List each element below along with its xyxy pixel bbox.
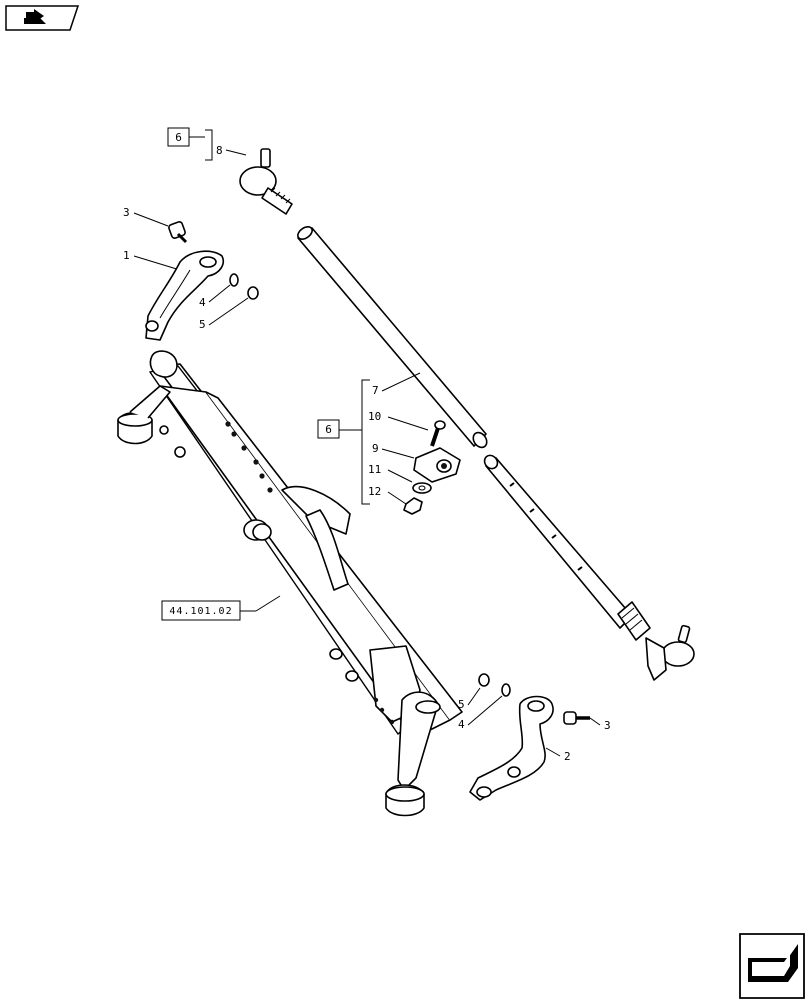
steering-arm-right <box>469 695 554 801</box>
back-arrow-icon <box>24 9 46 24</box>
group-ref-mid: 6 <box>325 423 332 436</box>
tie-rod-end-top <box>239 148 293 215</box>
callout-10: 10 <box>368 410 381 423</box>
callout-12: 12 <box>368 485 381 498</box>
callout-9: 9 <box>372 442 379 455</box>
nut-right <box>478 673 490 687</box>
callout-3-left: 3 <box>123 206 130 219</box>
callout-4-left: 4 <box>199 296 206 309</box>
callout-8: 8 <box>216 144 223 157</box>
callout-2: 2 <box>564 750 571 763</box>
bolt-right <box>563 711 590 725</box>
callout-1: 1 <box>123 249 130 262</box>
clamp-bolt <box>430 420 446 447</box>
group-ref-top: 6 <box>175 131 182 144</box>
callout-4-right: 4 <box>458 718 465 731</box>
tie-rod-tube <box>297 226 488 449</box>
callout-5-right: 5 <box>458 698 465 711</box>
callout-7: 7 <box>372 384 379 397</box>
axle-ref: 44.101.02 <box>169 606 232 617</box>
back-nav-button[interactable] <box>5 5 80 31</box>
nut-left <box>247 286 259 300</box>
clamp <box>413 447 461 483</box>
washer-right <box>501 683 511 697</box>
next-arrow-icon <box>748 944 798 982</box>
front-axle <box>117 350 463 817</box>
axle-ref-box: 44.101.02 <box>161 595 281 621</box>
group-ref-box-top: 6 <box>167 127 213 161</box>
clamp-nut <box>403 497 423 515</box>
callout-11: 11 <box>368 463 381 476</box>
washer-left <box>229 273 239 287</box>
group-ref-box-mid: 6 <box>317 379 370 505</box>
callout-3-right: 3 <box>604 719 611 732</box>
tie-rod-right <box>483 454 695 681</box>
bolt-left <box>168 221 188 244</box>
next-nav-button[interactable] <box>739 933 805 999</box>
callout-5-left: 5 <box>199 318 206 331</box>
steering-arm-left <box>145 250 224 341</box>
